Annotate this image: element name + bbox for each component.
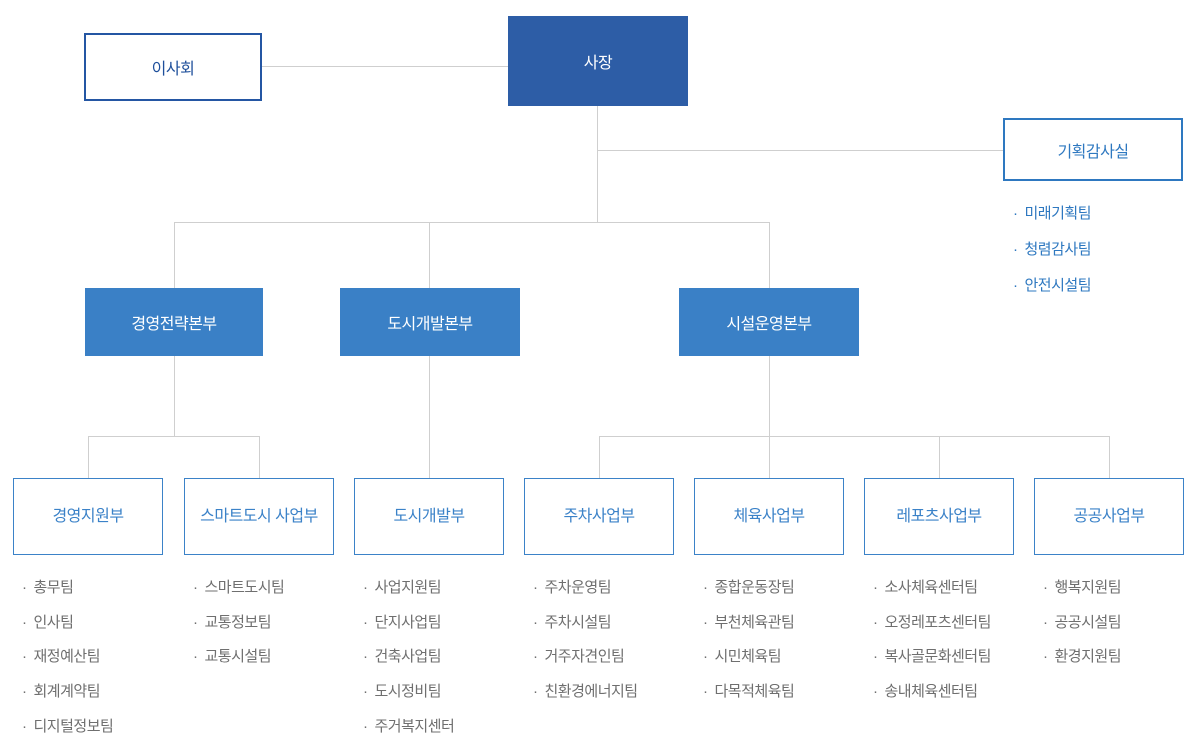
connector-line xyxy=(429,356,430,478)
team-list-smart-city: 스마트도시팀 교통정보팀 교통시설팀 xyxy=(193,571,285,675)
team-item: 공공시설팀 xyxy=(1043,606,1122,641)
dept-label: 체육사업부 xyxy=(733,507,805,525)
team-item: 소사체육센터팀 xyxy=(873,571,991,606)
dept-label: 공공사업부 xyxy=(1073,507,1145,525)
team-item: 오정레포츠센터팀 xyxy=(873,606,992,641)
dept-box-parking: 주차사업부 xyxy=(524,478,674,555)
team-item: 디지털정보팀 xyxy=(22,710,114,745)
connector-line xyxy=(174,222,175,288)
team-item: 종합운동장팀 xyxy=(703,571,795,606)
president-box: 사장 xyxy=(508,16,688,106)
team-list-public: 행복지원팀 공공시설팀 환경지원팀 xyxy=(1043,571,1122,675)
board-box: 이사회 xyxy=(84,33,262,101)
team-item: 재정예산팀 xyxy=(22,640,113,675)
team-item: 단지사업팀 xyxy=(363,606,454,641)
connector-line xyxy=(597,106,598,222)
connector-line xyxy=(599,436,1109,437)
team-item: 총무팀 xyxy=(22,571,113,606)
team-list-management-support: 총무팀 인사팀 재정예산팀 회계계약팀 디지털정보팀 xyxy=(22,571,114,745)
connector-line xyxy=(259,436,260,478)
board-label: 이사회 xyxy=(151,61,195,78)
dept-box-urban-development: 도시개발부 xyxy=(354,478,504,555)
connector-line xyxy=(769,436,770,478)
division-label: 도시개발본부 xyxy=(387,316,473,333)
team-item: 부천체육관팀 xyxy=(703,606,795,641)
connector-line xyxy=(769,356,770,436)
connector-line xyxy=(429,222,430,288)
team-item: 환경지원팀 xyxy=(1043,640,1122,675)
connector-line xyxy=(88,436,89,478)
dept-label: 경영지원부 xyxy=(52,507,124,525)
division-box-facility-operation: 시설운영본부 xyxy=(679,288,859,356)
connector-line xyxy=(769,222,770,288)
team-item: 다목적체육팀 xyxy=(703,675,795,710)
team-item: 회계계약팀 xyxy=(22,675,113,710)
team-item: 주차운영팀 xyxy=(533,571,638,606)
president-label: 사장 xyxy=(583,55,613,72)
division-box-management-strategy: 경영전략본부 xyxy=(85,288,263,356)
audit-office-box: 기획감사실 xyxy=(1003,118,1183,181)
connector-line xyxy=(88,436,259,437)
dept-label: 주차사업부 xyxy=(563,507,635,525)
team-item: 교통정보팀 xyxy=(193,606,284,641)
team-item: 안전시설팀 xyxy=(1013,268,1092,304)
division-box-urban-development: 도시개발본부 xyxy=(340,288,520,356)
team-item: 친환경에너지팀 xyxy=(533,675,639,710)
team-item: 청렴감사팀 xyxy=(1013,232,1092,268)
team-item: 시민체육팀 xyxy=(703,640,794,675)
connector-line xyxy=(262,66,508,67)
dept-label: 도시개발부 xyxy=(393,507,465,525)
dept-box-public: 공공사업부 xyxy=(1034,478,1184,555)
team-item: 도시정비팀 xyxy=(363,675,454,710)
team-list-leisure: 소사체육센터팀 오정레포츠센터팀 복사골문화센터팀 송내체육센터팀 xyxy=(873,571,992,710)
dept-box-smart-city: 스마트도시 사업부 xyxy=(184,478,334,555)
team-item: 교통시설팀 xyxy=(193,640,284,675)
team-item: 송내체육센터팀 xyxy=(873,675,991,710)
connector-line xyxy=(174,222,769,223)
dept-label: 레포츠사업부 xyxy=(896,507,982,525)
dept-box-leisure: 레포츠사업부 xyxy=(864,478,1014,555)
team-list-sports: 종합운동장팀 부천체육관팀 시민체육팀 다목적체육팀 xyxy=(703,571,795,710)
connector-line xyxy=(597,150,1003,151)
dept-box-management-support: 경영지원부 xyxy=(13,478,163,555)
division-label: 시설운영본부 xyxy=(726,316,812,333)
team-item: 주거복지센터 xyxy=(363,710,455,745)
connector-line xyxy=(599,436,600,478)
team-item: 사업지원팀 xyxy=(363,571,454,606)
audit-team-list: 미래기획팀 청렴감사팀 안전시설팀 xyxy=(1013,196,1092,304)
team-item: 건축사업팀 xyxy=(363,640,454,675)
connector-line xyxy=(939,436,940,478)
team-item: 미래기획팀 xyxy=(1013,196,1092,232)
dept-box-sports: 체육사업부 xyxy=(694,478,844,555)
team-item: 스마트도시팀 xyxy=(193,571,285,606)
team-item: 복사골문화센터팀 xyxy=(873,640,992,675)
team-item: 주차시설팀 xyxy=(533,606,638,641)
team-list-parking: 주차운영팀 주차시설팀 거주자견인팀 친환경에너지팀 xyxy=(533,571,639,710)
connector-line xyxy=(174,356,175,436)
audit-office-label: 기획감사실 xyxy=(1057,143,1129,161)
division-label: 경영전략본부 xyxy=(131,316,217,333)
connector-line xyxy=(1109,436,1110,478)
team-item: 행복지원팀 xyxy=(1043,571,1122,606)
dept-label: 스마트도시 사업부 xyxy=(200,507,318,525)
team-list-urban-development: 사업지원팀 단지사업팀 건축사업팀 도시정비팀 주거복지센터 xyxy=(363,571,455,745)
team-item: 인사팀 xyxy=(22,606,113,641)
team-item: 거주자견인팀 xyxy=(533,640,638,675)
